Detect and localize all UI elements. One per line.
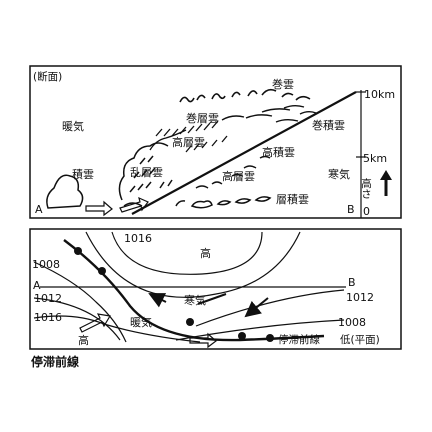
label-nimbostratus: 乱層雲 — [130, 166, 163, 179]
cross-section-panel: (断面) — [29, 65, 402, 219]
cirrus-clouds — [179, 88, 311, 103]
isobar-1008-left: 1008 — [32, 258, 60, 271]
height-axis-label: 高さ — [360, 177, 372, 199]
warm-air-arrow-1 — [79, 313, 111, 333]
nimbostratus-mass — [118, 142, 173, 207]
warm-inflow-arrow-1 — [85, 200, 113, 217]
section-label: (断面) — [33, 70, 62, 83]
cumulus-cloud — [46, 174, 84, 209]
isobars — [33, 231, 345, 343]
label-warm-air-plan: 暖気 — [130, 315, 152, 329]
label-high-top: 高 — [200, 246, 211, 260]
cross-section-frame — [29, 65, 402, 219]
height-label-10km: 10km — [364, 88, 395, 101]
plan-view-frame — [29, 228, 402, 350]
warm-inflow-arrow-2 — [119, 196, 149, 213]
cirrostratus-streaks — [221, 105, 317, 123]
label-cirrus: 巻雲 — [272, 78, 294, 91]
label-stationary-front: 停滞前線 — [278, 333, 320, 346]
label-section-b: B — [347, 203, 355, 216]
label-cold-air-plan: 寒気 — [184, 293, 206, 307]
label-plan-b: B — [348, 276, 356, 289]
isobar-1012-left: 1012 — [34, 292, 62, 305]
figure-caption: 停滞前線 — [31, 354, 79, 369]
label-cold-air: 寒気 — [328, 167, 350, 181]
label-cumulus: 積雲 — [72, 167, 94, 181]
plan-view-panel: 1016 1008 1012 1016 1012 1008 高 高 寒気 暖気 … — [29, 228, 402, 350]
isobar-1016-left: 1016 — [34, 311, 62, 324]
height-arrow-icon — [380, 170, 392, 196]
label-low-plan: 低(平面) — [340, 333, 380, 346]
label-altocumulus: 高積雲 — [262, 145, 295, 159]
cloud-marks — [195, 155, 271, 189]
label-high-bottom: 高 — [78, 333, 89, 347]
cold-air-arrows — [148, 293, 269, 318]
label-plan-a: A — [33, 279, 41, 292]
label-cirrocumulus: 巻積雲 — [312, 118, 345, 132]
altostratus-hatching — [149, 120, 228, 153]
label-cirrostratus: 巻層雲 — [186, 112, 219, 125]
label-altostratus-lower: 高層雲 — [222, 169, 255, 183]
height-label-0: 0 — [363, 205, 370, 218]
label-altostratus: 高層雲 — [172, 135, 205, 149]
isobar-1012-right: 1012 — [346, 291, 374, 304]
front-markers — [74, 247, 274, 342]
front-surface-line — [131, 91, 357, 215]
stratocumulus-clouds — [175, 196, 272, 209]
height-label-5km: 5km — [363, 152, 387, 165]
isobar-1008-right: 1008 — [338, 316, 366, 329]
label-section-a: A — [35, 203, 43, 216]
isobar-1016-top: 1016 — [124, 232, 152, 245]
label-warm-air: 暖気 — [62, 119, 84, 133]
label-stratocumulus: 層積雲 — [276, 192, 309, 206]
warm-air-arrow-2 — [189, 332, 217, 349]
